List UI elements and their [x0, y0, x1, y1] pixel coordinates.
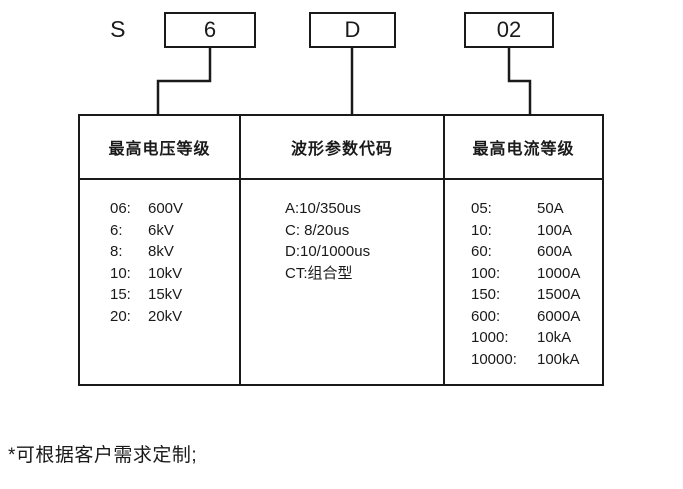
code-prefix-S: S — [110, 16, 126, 42]
current-value: 1500A — [537, 286, 581, 303]
current-code: 60: — [471, 243, 492, 260]
cell-current-levels: 05: 50A 10: 100A 60: 600A 100: 1000A — [445, 180, 602, 384]
code-box-current: 02 — [464, 12, 554, 48]
voltage-code: 15: — [110, 286, 131, 303]
current-code: 10000: — [471, 350, 517, 368]
voltage-code: 6: — [110, 221, 123, 239]
voltage-value: 6kV — [148, 221, 174, 239]
list-item: 150: 1500A — [471, 284, 602, 306]
list-item: 600: 6000A — [471, 306, 602, 328]
voltage-code: 06: — [110, 200, 131, 217]
list-item: 10: 100A — [471, 220, 602, 242]
current-value: 10kA — [537, 329, 572, 346]
voltage-value: 10kV — [148, 264, 183, 282]
current-value: 100A — [537, 221, 573, 239]
list-item: 6: 6kV — [110, 220, 239, 242]
cell-voltage-levels: 06: 600V 6: 6kV 8: 8kV 10: 10kV — [80, 180, 239, 384]
table-body-row: 06: 600V 6: 6kV 8: 8kV 10: 10kV — [80, 180, 602, 384]
current-code: 1000: — [471, 329, 509, 346]
specification-table: 最高电压等级 波形参数代码 最高电流等级 06: 600V 6: — [78, 114, 604, 386]
voltage-value: 600V — [148, 200, 184, 217]
current-value: 50A — [537, 200, 564, 217]
current-value: 100kA — [537, 350, 580, 368]
list-item: 8: 8kV — [110, 241, 239, 263]
table-header-row: 最高电压等级 波形参数代码 最高电流等级 — [80, 116, 602, 180]
list-item: A:10/350us — [285, 200, 361, 217]
list-item: CT:组合型 — [285, 264, 353, 282]
current-code: 600: — [471, 307, 501, 325]
current-value: 6000A — [537, 307, 581, 325]
list-item: 15: 15kV — [110, 284, 239, 306]
current-value: 1000A — [537, 264, 581, 282]
list-item: 100: 1000A — [471, 263, 602, 285]
voltage-code: 10: — [110, 264, 131, 282]
list-item: 05: 50A — [471, 198, 602, 220]
voltage-value: 20kV — [148, 307, 183, 325]
list-item: 10: 10kV — [110, 263, 239, 285]
list-item: 06: 600V — [110, 198, 239, 220]
header-cell-current: 最高电流等级 — [472, 141, 575, 158]
voltage-code: 20: — [110, 307, 131, 325]
current-code: 150: — [471, 286, 501, 303]
voltage-value: 8kV — [148, 243, 174, 260]
current-code: 05: — [471, 200, 492, 217]
current-code: 100: — [471, 264, 501, 282]
code-box-voltage: 6 — [164, 12, 256, 48]
header-cell-waveform: 波形参数代码 — [239, 116, 445, 178]
voltage-code: 8: — [110, 243, 123, 260]
list-item: 10000: 100kA — [471, 349, 602, 371]
code-box-waveform: D — [309, 12, 396, 48]
current-value: 600A — [537, 243, 573, 260]
cell-waveform-codes: A:10/350us C: 8/20us D:10/1000us CT:组合型 — [239, 180, 445, 384]
current-code: 10: — [471, 221, 492, 239]
list-item: 20: 20kV — [110, 306, 239, 328]
voltage-value: 15kV — [148, 286, 183, 303]
list-item: C: 8/20us — [285, 221, 350, 239]
list-item: 60: 600A — [471, 241, 602, 263]
list-item: 1000: 10kA — [471, 327, 602, 349]
header-cell-voltage: 最高电压等级 — [108, 141, 211, 158]
list-item: D:10/1000us — [285, 243, 371, 260]
footnote-text: *可根据客户需求定制; — [8, 445, 198, 466]
